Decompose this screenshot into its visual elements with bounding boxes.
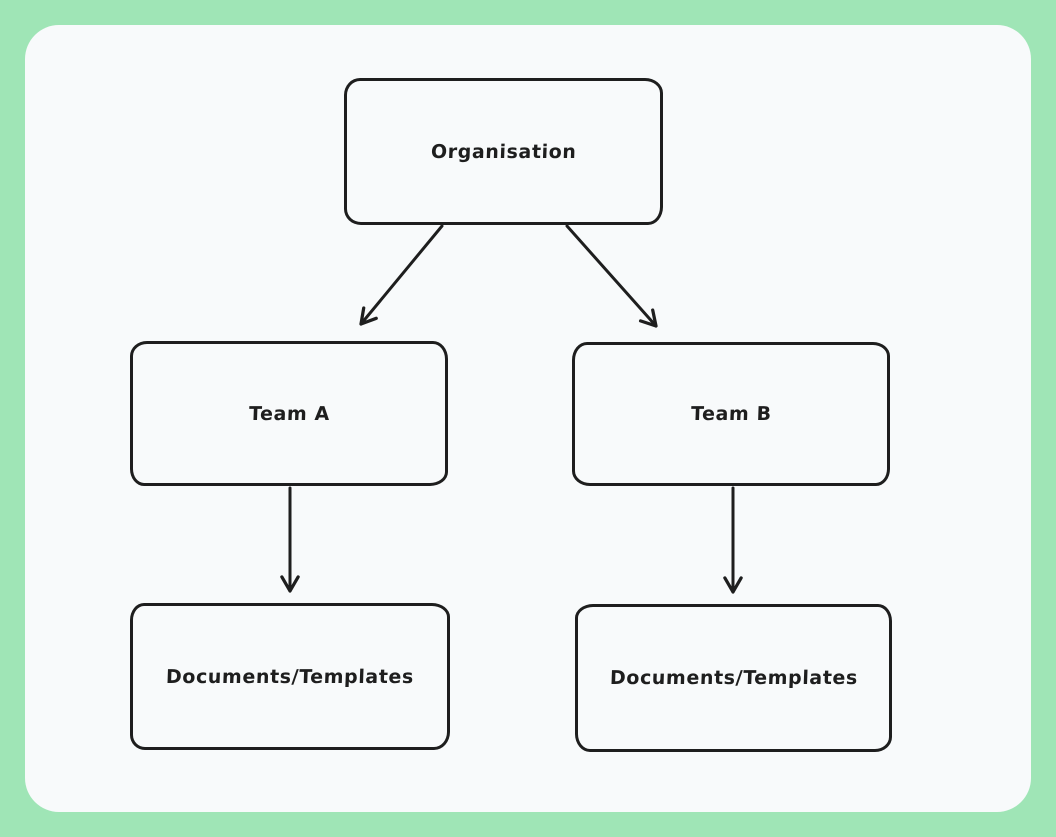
node-team-a-label: Team A xyxy=(248,402,330,425)
node-organisation-label: Organisation xyxy=(430,140,577,163)
node-documents-templates-left-label: Documents/Templates xyxy=(165,665,415,688)
node-documents-templates-right-label: Documents/Templates xyxy=(609,667,858,689)
node-team-a[interactable]: Team A xyxy=(130,341,448,486)
node-documents-templates-right[interactable]: Documents/Templates xyxy=(575,604,892,752)
node-team-b-label: Team B xyxy=(690,403,772,425)
diagram-panel xyxy=(25,25,1031,812)
node-documents-templates-left[interactable]: Documents/Templates xyxy=(130,603,450,750)
node-organisation[interactable]: Organisation xyxy=(344,78,663,225)
node-team-b[interactable]: Team B xyxy=(572,342,890,486)
